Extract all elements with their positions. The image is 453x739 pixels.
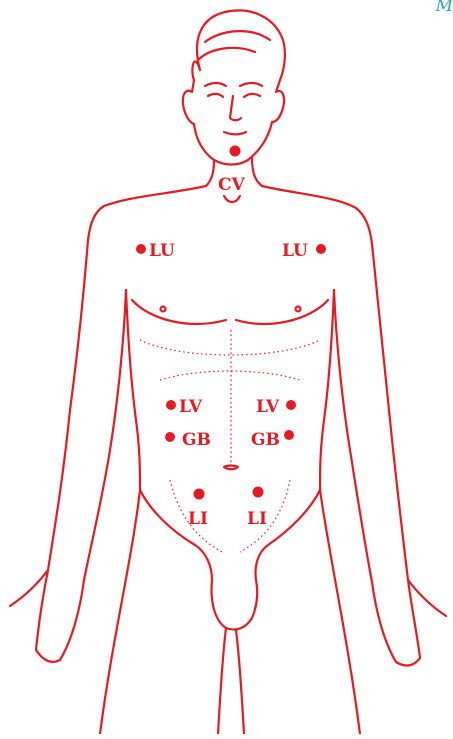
- mouth: [224, 132, 246, 134]
- torso-left: [126, 290, 140, 490]
- chest-left: [132, 300, 226, 324]
- point-label-cv: CV: [218, 175, 246, 195]
- point-dot-lv-right: [286, 400, 296, 410]
- eyebrow-left: [205, 83, 226, 86]
- chest-right: [236, 300, 328, 324]
- point-label-lv-right: LV: [256, 397, 280, 417]
- abdominal-contour: [160, 371, 300, 380]
- abdominal-contour: [140, 340, 320, 355]
- point-label-li-left: LI: [188, 509, 208, 529]
- throat: [224, 196, 240, 202]
- hair-strand: [205, 31, 270, 42]
- point-dot-lu-right: [316, 244, 326, 254]
- leg-left-outer: [100, 490, 140, 734]
- eye-right: [244, 94, 260, 97]
- corner-mark: M: [436, 0, 453, 16]
- hand-right: [372, 580, 446, 665]
- point-dot-cv: [230, 146, 241, 157]
- torso-right: [320, 290, 334, 490]
- shoulder-right: [262, 186, 372, 244]
- hand-left: [10, 570, 84, 662]
- point-dot-gb-left: [165, 432, 175, 442]
- nipple-left: [161, 307, 166, 312]
- eyebrow-right: [240, 83, 262, 86]
- point-dot-lv-left: [166, 400, 176, 410]
- point-label-lv-left: LV: [179, 397, 203, 417]
- navel: [224, 466, 238, 470]
- shoulder-left: [88, 186, 206, 240]
- point-label-lu-left: LU: [149, 241, 175, 261]
- point-dot-gb-right: [284, 430, 294, 440]
- hip-left: [140, 490, 212, 580]
- arm-right-outer: [372, 244, 408, 580]
- eye-left: [208, 94, 223, 97]
- leg-left-inner: [218, 628, 226, 734]
- point-label-gb-right: GB: [251, 430, 280, 450]
- point-dot-lu-left: [136, 244, 146, 254]
- point-dot-li-left: [194, 489, 205, 500]
- nipple-right: [296, 307, 301, 312]
- acupoint-dots: [136, 146, 326, 500]
- leg-right-inner: [236, 630, 244, 734]
- arm-left-inner: [84, 290, 126, 580]
- arm-left-outer: [48, 240, 88, 570]
- neck-left: [206, 160, 214, 186]
- hair-strand: [198, 48, 255, 60]
- point-label-lu-right: LU: [282, 241, 308, 261]
- leg-right-outer: [320, 490, 360, 734]
- head-outline: [183, 10, 285, 164]
- arm-right-inner: [334, 290, 372, 582]
- neck-right: [252, 158, 262, 186]
- point-label-li-right: LI: [247, 509, 267, 529]
- groin: [212, 580, 258, 630]
- point-label-gb-left: GB: [182, 430, 211, 450]
- point-dot-li-right: [253, 487, 264, 498]
- hip-right: [256, 490, 321, 580]
- nose: [230, 96, 241, 120]
